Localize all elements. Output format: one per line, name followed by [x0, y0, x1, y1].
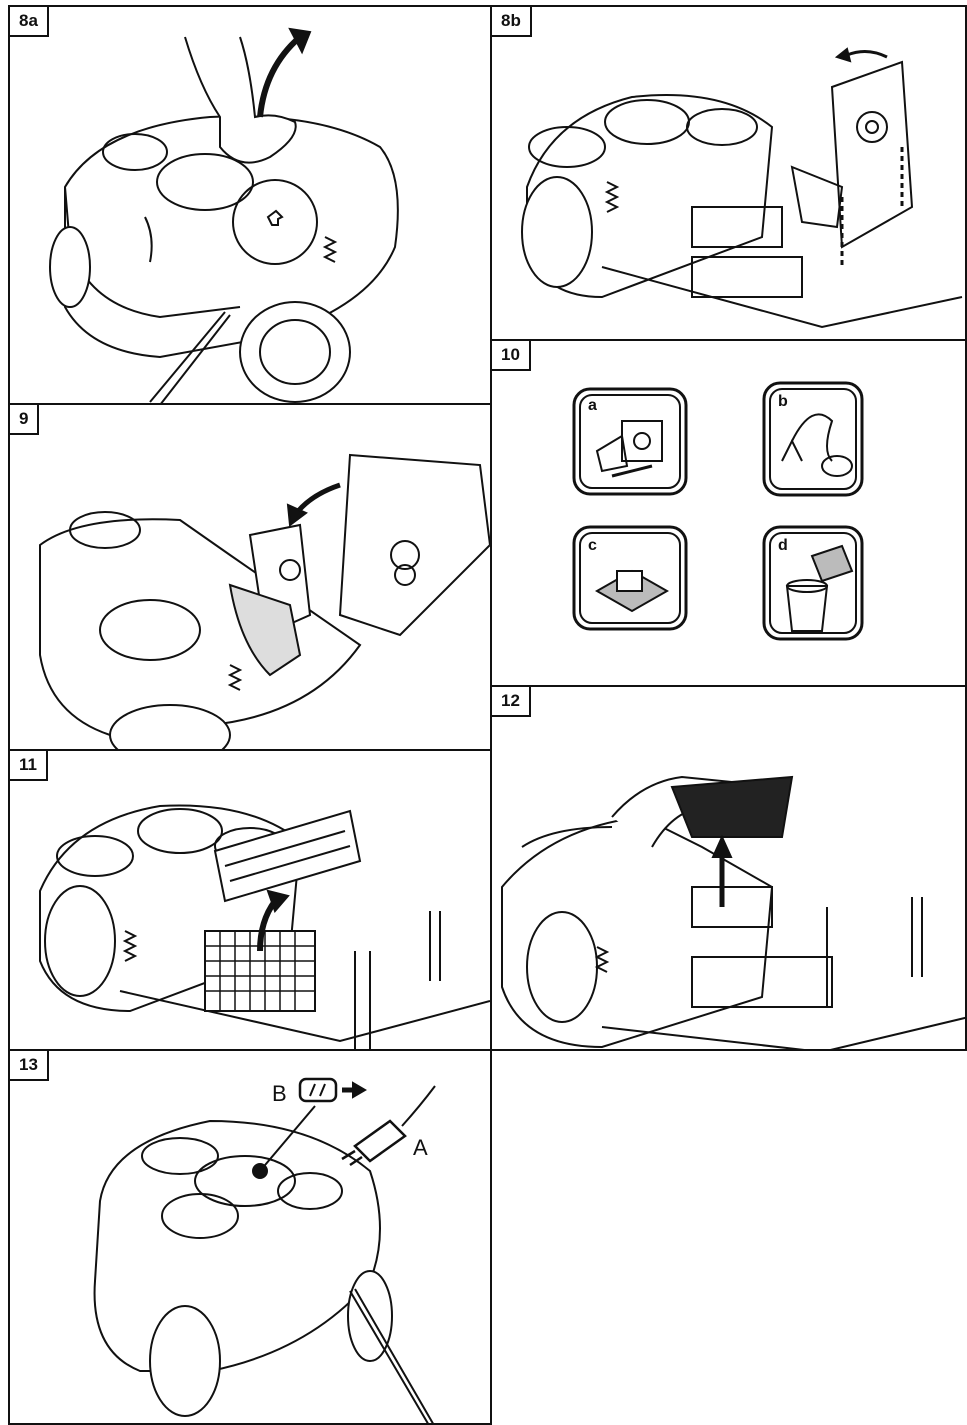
- callout-a: A: [413, 1135, 428, 1161]
- bag-change-steps-icons: [492, 341, 967, 687]
- panel-number: 10: [492, 341, 531, 371]
- panel-number: 9: [10, 405, 39, 435]
- panel-13: 13 B A: [8, 1049, 492, 1425]
- panel-number: 11: [10, 751, 48, 781]
- panel-10: 10 a b c d: [490, 339, 967, 687]
- step-label-d: d: [778, 537, 788, 555]
- panel-number: 13: [10, 1051, 49, 1081]
- step-label-c: c: [588, 537, 597, 555]
- exhaust-filter-illustration: [492, 687, 967, 1051]
- panel-8a: 8a: [8, 5, 492, 405]
- vacuum-bag-insert-illustration: [492, 7, 967, 341]
- panel-number: 8b: [492, 7, 532, 37]
- step-label-a: a: [588, 397, 597, 415]
- filter-remove-illustration: [10, 751, 492, 1051]
- panel-number: 12: [492, 687, 531, 717]
- panel-12: 12: [490, 685, 967, 1051]
- panel-9: 9: [8, 403, 492, 751]
- empty-panel: [490, 1049, 967, 1425]
- step-label-b: b: [778, 393, 788, 411]
- panel-number: 8a: [10, 7, 49, 37]
- cord-unplug-illustration: [10, 1051, 492, 1425]
- vacuum-lift-lid-illustration: [10, 7, 492, 405]
- vacuum-bag-remove-illustration: [10, 405, 492, 751]
- callout-b: B: [272, 1081, 287, 1107]
- panel-11: 11: [8, 749, 492, 1051]
- panel-8b: 8b: [490, 5, 967, 341]
